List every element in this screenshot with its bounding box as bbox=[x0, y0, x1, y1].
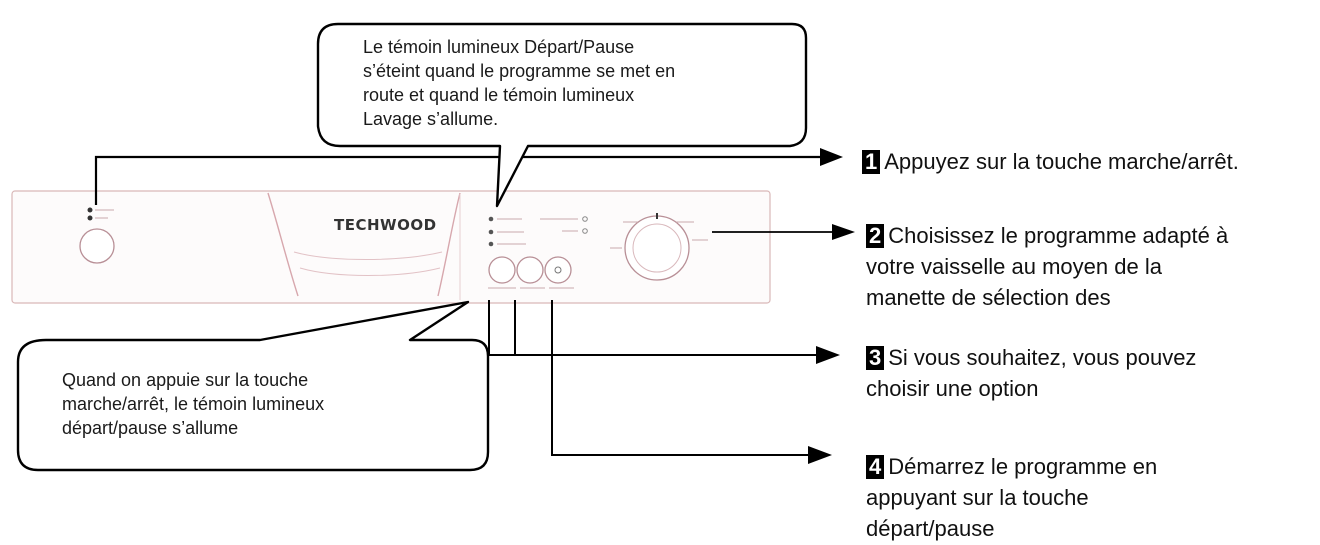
option-button-extra[interactable] bbox=[516, 256, 544, 284]
on-off-button[interactable] bbox=[79, 228, 115, 264]
step-4-text: Démarrez le programme en bbox=[888, 454, 1158, 479]
callout-top-line: Le témoin lumineux Départ/Pause bbox=[363, 37, 635, 57]
step-2-line: votre vaisselle au moyen de la bbox=[866, 254, 1162, 279]
callout-top-text: Le témoin lumineux Départ/Pause s’éteint… bbox=[363, 35, 793, 131]
connector-step-1 bbox=[94, 155, 820, 205]
callout-top-line: s’éteint quand le programme se met en bbox=[363, 61, 676, 81]
program-dial-inner bbox=[632, 223, 682, 273]
step-number-badge: 3 bbox=[866, 346, 885, 370]
connector-step-3 bbox=[488, 300, 816, 356]
connector-step-4 bbox=[551, 300, 808, 456]
step-2-line: manette de sélection des bbox=[866, 285, 1111, 310]
step-number-badge: 4 bbox=[866, 455, 885, 479]
callout-bottom-text: Quand on appuie sur la touche marche/arr… bbox=[62, 368, 472, 440]
step-4-line: départ/pause bbox=[866, 516, 995, 541]
salt-indicator-icon bbox=[582, 216, 588, 222]
panel-handle-inner-line bbox=[293, 251, 443, 260]
option-button-half-load[interactable] bbox=[488, 256, 516, 284]
callout-top-line: route et quand le témoin lumineux bbox=[363, 85, 635, 105]
dry-indicator-led bbox=[488, 229, 494, 235]
callout-bubble-top bbox=[316, 22, 808, 208]
rinse-indicator-icon bbox=[582, 228, 588, 234]
arrowhead-step-1 bbox=[820, 148, 843, 166]
on-off-indicator-led bbox=[87, 207, 93, 213]
callout-top-line: Lavage s’allume. bbox=[363, 109, 499, 129]
start-pause-button[interactable] bbox=[544, 256, 572, 284]
program-selector-dial[interactable] bbox=[624, 215, 690, 281]
step-2-text: Choisissez le programme adapté à bbox=[888, 223, 1229, 248]
panel-handle-curve-right bbox=[437, 192, 461, 297]
callout-bottom-line: départ/pause s’allume bbox=[62, 418, 239, 438]
callout-bottom-line: Quand on appuie sur la touche bbox=[62, 370, 309, 390]
step-3-text: Si vous souhaitez, vous pouvez bbox=[888, 345, 1197, 370]
arrowhead-step-3 bbox=[816, 346, 840, 364]
callout-bottom-line: marche/arrêt, le témoin lumineux bbox=[62, 394, 325, 414]
step-number-badge: 1 bbox=[862, 150, 881, 174]
step-1-text: Appuyez sur la touche marche/arrêt. bbox=[884, 149, 1239, 174]
arrowhead-step-2 bbox=[832, 224, 855, 240]
panel-handle-inner-line bbox=[299, 267, 441, 276]
control-panel bbox=[11, 190, 771, 304]
wash-indicator-led bbox=[488, 216, 494, 222]
panel-handle-curve bbox=[267, 192, 299, 297]
step-3-line: choisir une option bbox=[866, 376, 1039, 401]
arrowhead-step-4 bbox=[808, 446, 832, 464]
step-number-badge: 2 bbox=[866, 224, 885, 248]
end-indicator-led bbox=[488, 241, 494, 247]
callout-bubble-bottom bbox=[16, 300, 490, 472]
on-off-indicator-led-2 bbox=[87, 215, 93, 221]
start-pause-icon bbox=[554, 266, 562, 274]
step-4-line: appuyant sur la touche bbox=[866, 485, 1089, 510]
brand-logo: TECHWOOD bbox=[334, 216, 437, 234]
